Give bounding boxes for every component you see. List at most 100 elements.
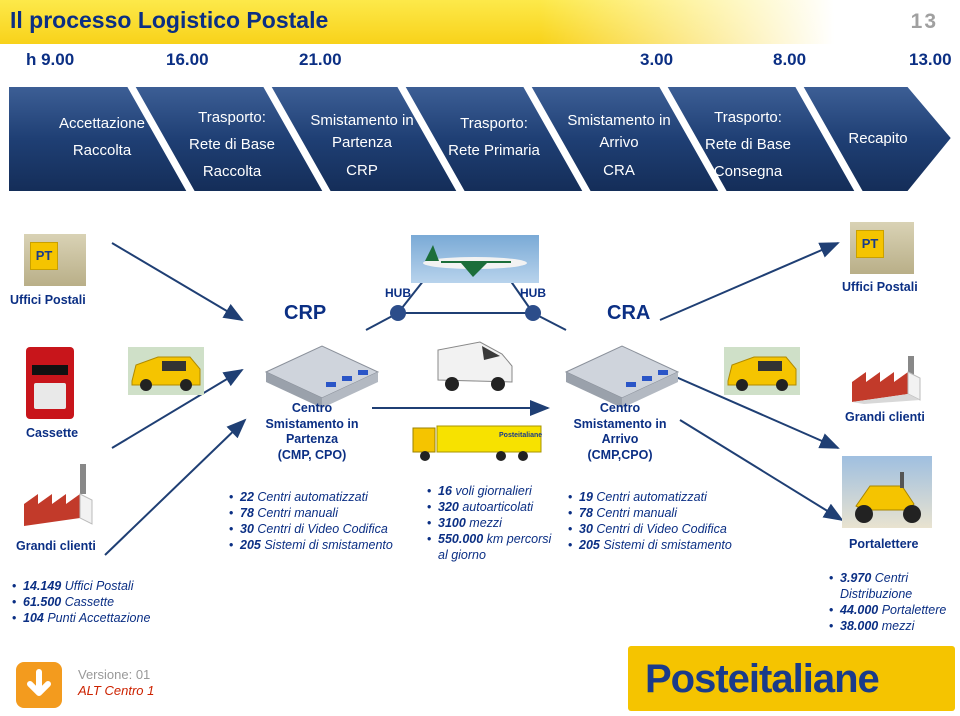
label-line: Centro bbox=[599, 401, 641, 415]
stage-line: Raccolta bbox=[72, 142, 132, 159]
stage-chevron bbox=[7, 85, 190, 193]
stat-item: 205 Sistemi di smistamento bbox=[229, 537, 419, 553]
stat-item: 205 Sistemi di smistamento bbox=[568, 537, 758, 553]
version-label: Versione: 01 bbox=[78, 667, 151, 682]
factory-icon bbox=[852, 356, 921, 404]
pt-sign: PT bbox=[856, 230, 884, 258]
stage-line: Consegna bbox=[713, 163, 783, 180]
stat-number: 19 bbox=[579, 490, 593, 504]
truck-icon bbox=[412, 425, 542, 461]
stat-number: 78 bbox=[579, 506, 593, 520]
yellow-truck-image: Posteitaliane bbox=[411, 424, 545, 466]
stat-item: 14.149 Uffici Postali bbox=[12, 578, 182, 594]
stat-text: Centri manuali bbox=[253, 506, 338, 520]
stage-recapito: Recapito bbox=[808, 125, 948, 152]
label-line: (CMP, CPO) bbox=[277, 447, 347, 462]
stat-item: 3100 mezzi bbox=[427, 515, 557, 531]
stage-chevron bbox=[800, 85, 954, 193]
stat-text: Centri automatizzati bbox=[592, 490, 707, 504]
arrow bbox=[659, 242, 840, 321]
stage-line: Smistamento in bbox=[310, 112, 414, 129]
stage-chevron bbox=[268, 85, 460, 193]
arrow bbox=[111, 242, 244, 322]
stat-number: 3100 bbox=[438, 516, 466, 530]
alt-centro-label: ALT Centro 1 bbox=[78, 683, 155, 698]
pt-sign: PT bbox=[30, 242, 58, 270]
grandi-clienti-left-label: Grandi clienti bbox=[16, 539, 96, 553]
label-line: (CMP,CPO) bbox=[587, 447, 653, 462]
uffici-postali-left-label: Uffici Postali bbox=[10, 293, 86, 307]
stat-number: 30 bbox=[240, 522, 254, 536]
stat-item: 550.000 km percorsi al giorno bbox=[427, 531, 557, 563]
centro-partenza-label: Centro Smistamento in Partenza (CMP, CPO… bbox=[247, 401, 377, 463]
stage-trasporto-raccolta: Trasporto: Rete di Base Raccolta bbox=[162, 104, 302, 185]
stat-item: 44.000 Portalettere bbox=[829, 602, 957, 618]
stage-line: Rete di Base bbox=[705, 136, 791, 153]
stage-chevron bbox=[528, 85, 722, 193]
stat-item: 3.970 Centri Distribuzione bbox=[829, 570, 957, 602]
time-label: 16.00 bbox=[166, 50, 209, 69]
page-title: Il processo Logistico Postale bbox=[10, 7, 329, 33]
stat-text: Sistemi di smistamento bbox=[599, 538, 732, 552]
post-office-image: PT bbox=[24, 234, 86, 286]
stat-text: Uffici Postali bbox=[61, 579, 134, 593]
title-bar bbox=[0, 0, 960, 44]
stat-number: 550.000 bbox=[438, 532, 484, 546]
stat-number: 38.000 bbox=[840, 619, 879, 633]
arrow bbox=[104, 418, 247, 556]
stat-text: Centri di Video Codifica bbox=[592, 522, 727, 536]
stage-accettazione: Accettazione Raccolta bbox=[32, 110, 172, 164]
arrow bbox=[111, 368, 244, 449]
stat-text: Centri manuali bbox=[592, 506, 677, 520]
yellow-car-image bbox=[128, 347, 204, 395]
label-line: Smistamento in bbox=[573, 416, 667, 431]
stat-item: 78 Centri manuali bbox=[568, 505, 758, 521]
stage-line: CRP bbox=[346, 162, 378, 179]
stat-text: mezzi bbox=[465, 516, 502, 530]
stat-number: 104 bbox=[23, 611, 44, 625]
stat-text: Cassette bbox=[61, 595, 115, 609]
stage-line: Accettazione bbox=[59, 115, 145, 132]
sorting-center-image bbox=[564, 345, 680, 408]
hub-node bbox=[390, 305, 406, 321]
process-chevrons bbox=[7, 85, 954, 193]
stage-chevron bbox=[132, 85, 326, 193]
stats-recapito: 3.970 Centri Distribuzione 44.000 Portal… bbox=[829, 570, 957, 634]
centro-arrivo-label: Centro Smistamento in Arrivo (CMP,CPO) bbox=[555, 401, 685, 463]
portalettere-label: Portalettere bbox=[849, 537, 919, 551]
stage-line: Trasporto: bbox=[714, 109, 782, 126]
label-line: Smistamento in bbox=[265, 416, 359, 431]
time-label: 3.00 bbox=[640, 50, 674, 69]
stat-item: 16 voli giornalieri bbox=[427, 483, 557, 499]
scooter-icon bbox=[855, 472, 921, 523]
crp-label: CRP bbox=[284, 302, 327, 324]
stat-number: 320 bbox=[438, 500, 459, 514]
stat-text: autoarticolati bbox=[458, 500, 534, 514]
white-van-image bbox=[437, 341, 513, 391]
stat-number: 205 bbox=[579, 538, 600, 552]
arrow bbox=[679, 419, 844, 522]
stat-item: 38.000 mezzi bbox=[829, 618, 957, 634]
arrow bbox=[659, 369, 840, 449]
stage-line: Rete di Base bbox=[189, 136, 275, 153]
stat-text: Sistemi di smistamento bbox=[260, 538, 393, 552]
download-icon bbox=[16, 662, 62, 708]
truck-brand: Posteitaliane bbox=[499, 432, 543, 439]
stat-text: km percorsi al giorno bbox=[438, 532, 552, 562]
label-line: Centro bbox=[291, 401, 333, 415]
time-label: 8.00 bbox=[773, 50, 807, 69]
stat-text: Centri automatizzati bbox=[253, 490, 368, 504]
stats-arrivo: 19 Centri automatizzati 78 Centri manual… bbox=[568, 489, 758, 553]
stage-trasporto-consegna: Trasporto: Rete di Base Consegna bbox=[678, 104, 818, 185]
car-icon bbox=[128, 347, 204, 395]
stage-line: Rete Primaria bbox=[448, 142, 540, 159]
stat-number: 78 bbox=[240, 506, 254, 520]
hub-node bbox=[525, 305, 541, 321]
stage-line: Trasporto: bbox=[198, 109, 266, 126]
stage-line: CRA bbox=[603, 162, 635, 179]
stage-smistamento-partenza: Smistamento in Partenza CRP bbox=[292, 110, 432, 182]
time-label: 13.00 bbox=[909, 50, 952, 69]
stat-number: 14.149 bbox=[23, 579, 62, 593]
grandi-clienti-right-label: Grandi clienti bbox=[845, 410, 925, 424]
